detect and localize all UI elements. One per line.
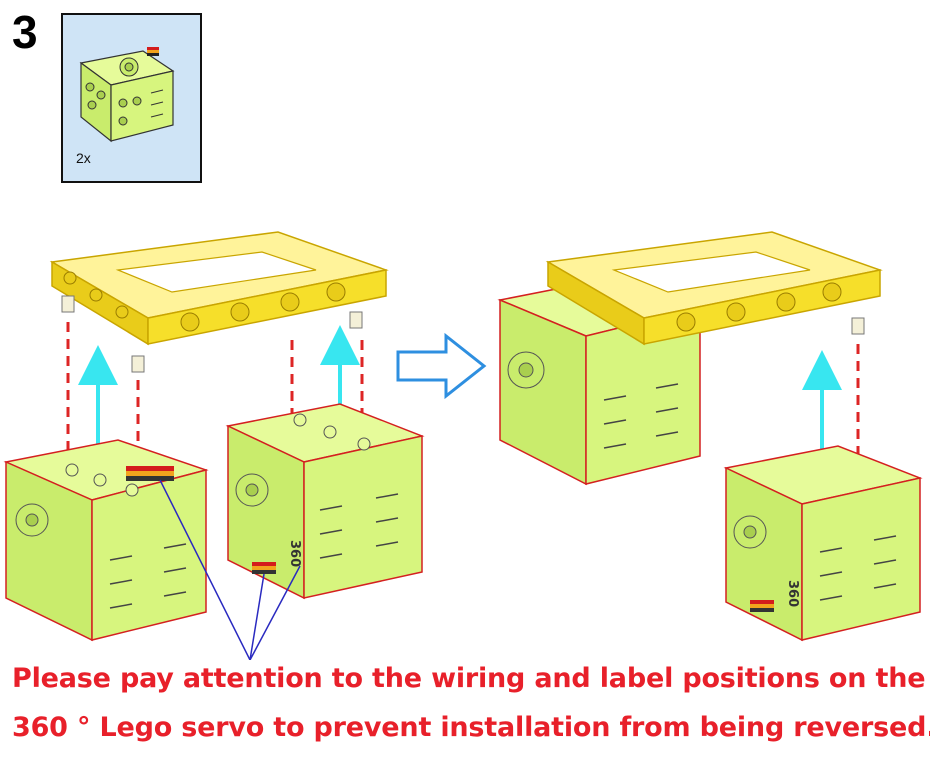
servo-360-label-right: 360 [785,580,800,607]
servo-left-a [3,439,209,642]
servo-wire-connector-a [126,466,174,481]
beam-frame-right [545,231,883,346]
parts-callout: 2x [61,13,202,183]
servo-right-new: 360 [723,445,923,642]
servo-wire-connector-right [750,600,774,612]
beam-frame-left [49,231,389,373]
transition-arrow [396,332,487,400]
wire-callout-lines [159,479,301,660]
servo-part-thumbnail [79,47,175,143]
warning-note-line-2: 360 ° Lego servo to prevent installation… [12,712,930,743]
assembly-illustration: 360 [3,231,923,660]
servo-left-b: 360 [225,403,425,600]
servo-360-label: 360 [287,540,302,567]
step-number: 3 [12,6,38,58]
servo-wire-connector-b [252,562,276,574]
warning-note-line-1: Please pay attention to the wiring and l… [12,663,926,694]
parts-quantity: 2x [76,150,91,166]
